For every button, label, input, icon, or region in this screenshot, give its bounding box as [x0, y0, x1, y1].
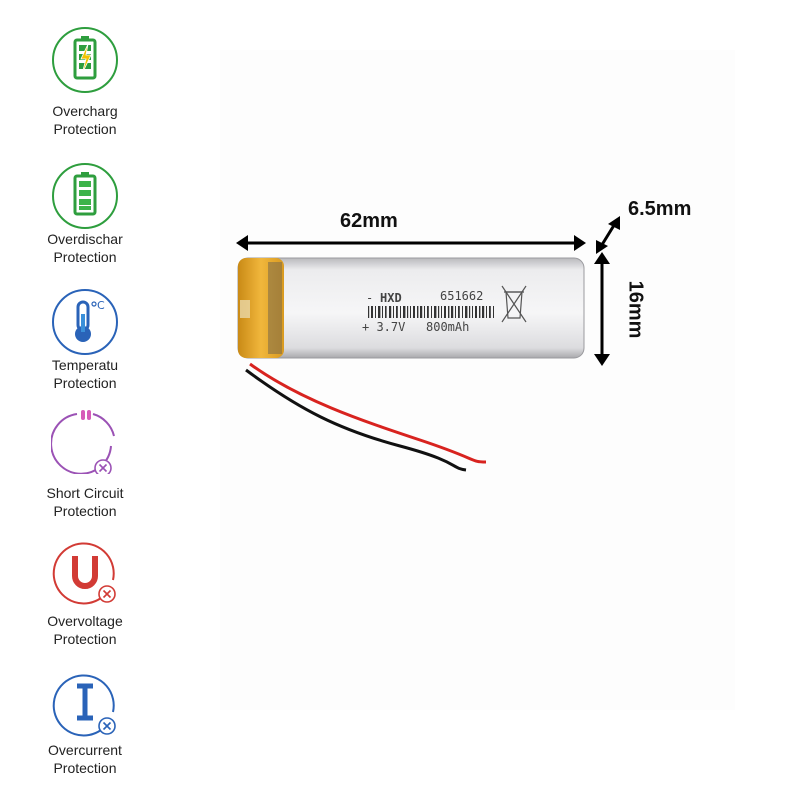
- black-wire: [245, 368, 467, 472]
- feature-overdischarge: Overdischar Protection: [30, 162, 140, 266]
- short-circuit-icon: [51, 410, 115, 474]
- feature-label-line2: Protection: [53, 631, 117, 647]
- current-i-icon: [52, 674, 116, 737]
- battery-capacity: 800mAh: [426, 320, 469, 334]
- battery-barcode: [368, 306, 494, 318]
- protection-features-list: Overcharg Protection Overdischar Protect…: [0, 0, 140, 800]
- feature-label-line2: Protection: [53, 503, 117, 519]
- width-label: 16mm: [624, 280, 647, 339]
- battery-model: 651662: [440, 289, 483, 303]
- svg-text:C: C: [97, 299, 105, 312]
- length-label: 62mm: [340, 210, 398, 232]
- feature-label-line1: Overvoltage: [47, 613, 123, 629]
- battery-brand: HXD: [380, 291, 402, 305]
- battery-full-icon: [52, 163, 118, 229]
- feature-label-line2: Protection: [53, 760, 117, 776]
- feature-short-circuit: Short Circuit Protection: [30, 406, 140, 520]
- width-dimension-arrow: [594, 252, 610, 366]
- battery-minus-sign: -: [366, 291, 373, 305]
- battery-charging-icon: [52, 27, 118, 93]
- feature-label-line1: Temperatu: [51, 357, 119, 373]
- battery-voltage: + 3.7V: [362, 320, 405, 334]
- thickness-dimension-arrow: [596, 216, 620, 254]
- feature-label-line2: Protection: [53, 375, 117, 391]
- feature-label-line1: Overdischar: [47, 231, 123, 247]
- feature-label-line1: Short Circuit: [46, 485, 124, 501]
- feature-label-line1: Overcurrent: [48, 742, 122, 758]
- red-wire: [249, 362, 487, 464]
- weee-bin-icon: [501, 285, 527, 323]
- thermometer-icon: C: [52, 289, 118, 355]
- feature-temperature: C Temperatu Protection: [30, 288, 140, 392]
- feature-label-line2: Protection: [53, 249, 117, 265]
- product-image-area: [220, 50, 735, 710]
- feature-label-line1: Overcharg: [52, 103, 118, 119]
- voltage-u-icon: [52, 542, 116, 605]
- length-dimension-arrow: [236, 235, 586, 251]
- feature-overcharge: Overcharg Protection: [30, 26, 140, 138]
- thickness-label: 6.5mm: [628, 198, 692, 220]
- feature-overcurrent: Overcurrent Protection: [30, 670, 140, 777]
- feature-label-line2: Protection: [53, 121, 117, 137]
- feature-overvoltage: Overvoltage Protection: [30, 538, 140, 648]
